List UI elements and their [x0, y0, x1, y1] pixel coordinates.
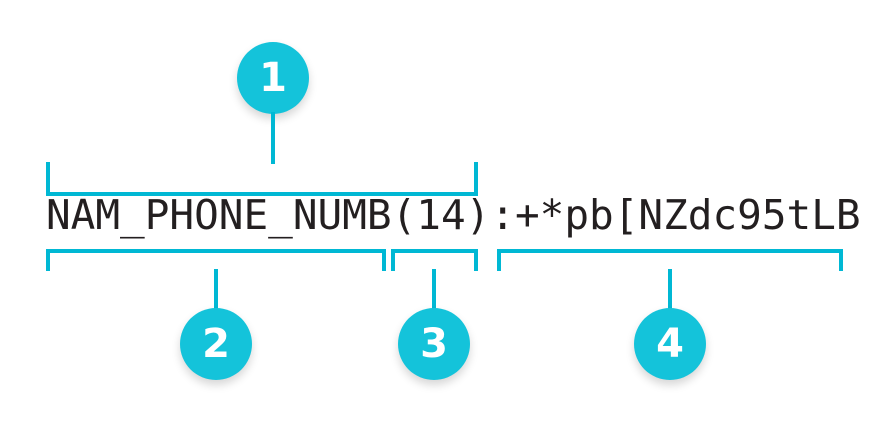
marker-bubble-1[interactable]: 1	[237, 42, 309, 114]
marker-stem-2	[214, 269, 218, 317]
code-string: NAM_PHONE_NUMB(14):+*pb[NZdc95tLB	[46, 191, 861, 239]
marker-bubble-2[interactable]: 2	[180, 308, 252, 380]
marker-stem-1	[271, 112, 275, 164]
marker-bubble-4[interactable]: 4	[634, 308, 706, 380]
marker-stem-4	[668, 269, 672, 317]
segment-bracket-1	[46, 162, 478, 196]
segment-bracket-2	[46, 249, 386, 271]
marker-stem-3	[432, 269, 436, 317]
segment-bracket-4	[497, 249, 843, 271]
segment-bracket-3	[391, 249, 478, 271]
marker-bubble-3[interactable]: 3	[398, 308, 470, 380]
